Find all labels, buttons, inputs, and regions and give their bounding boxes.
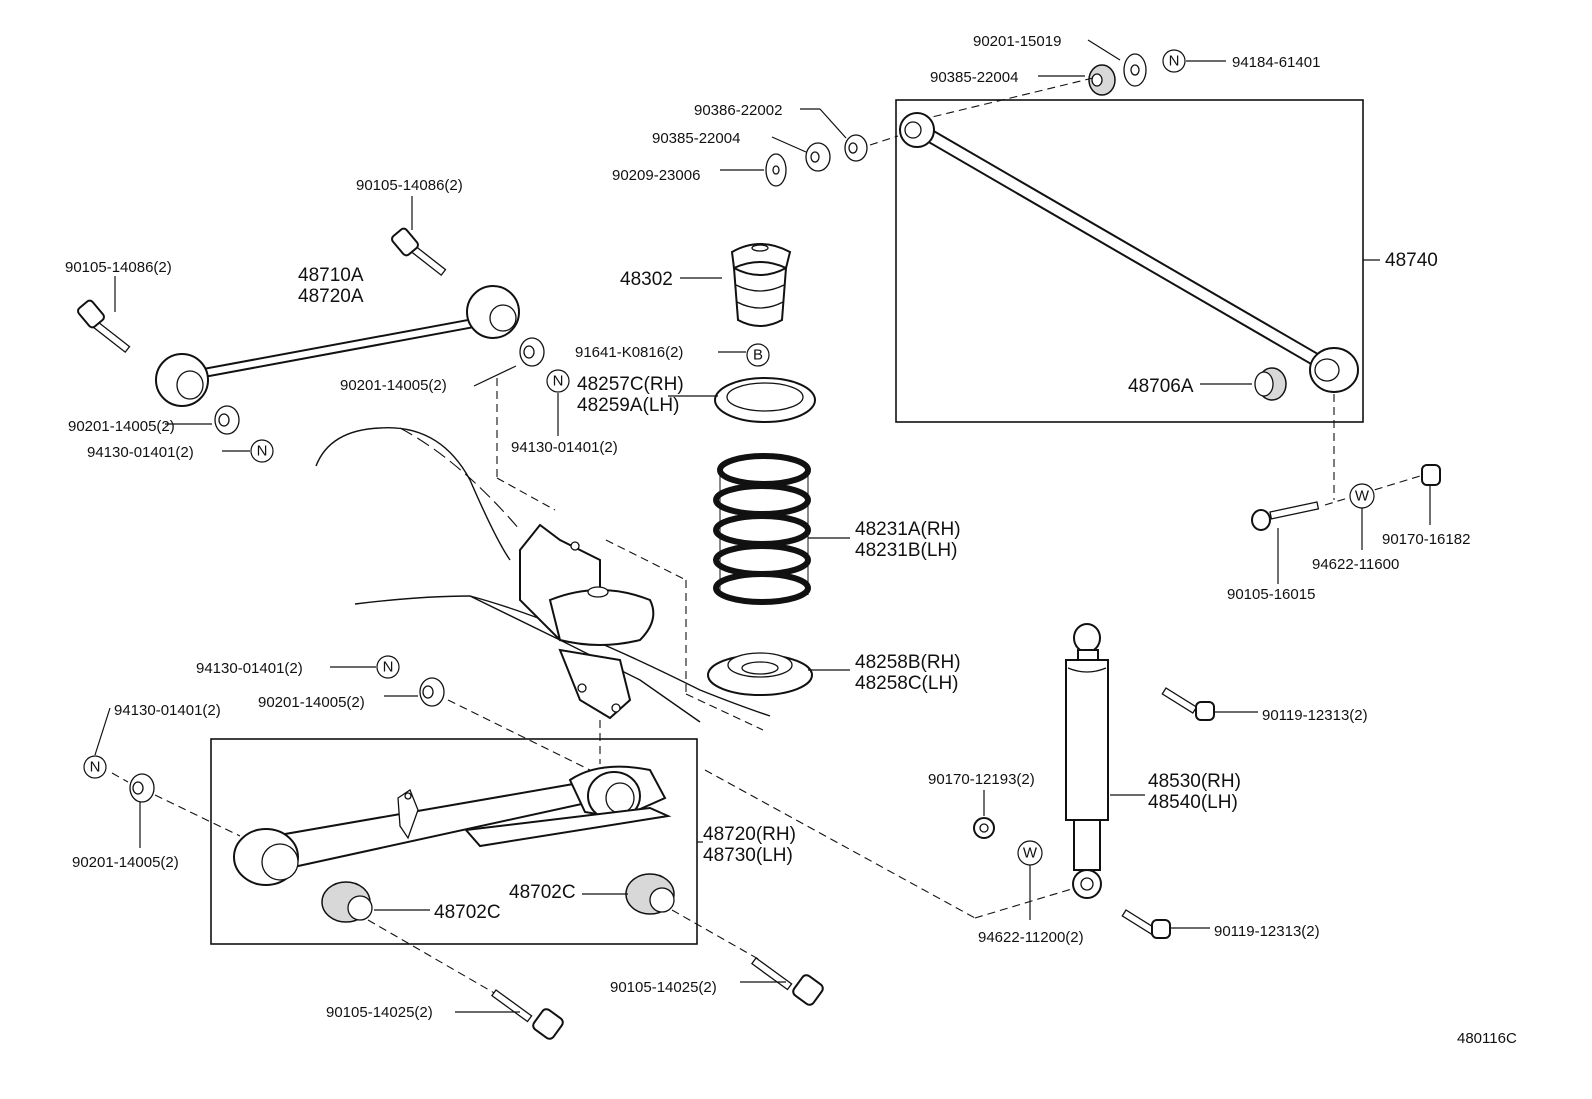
label-90170-16182: 90170-16182 (1382, 531, 1470, 548)
n-symbol-upper-arm (250, 439, 274, 463)
bolt-90105-14086-top (391, 227, 447, 277)
n-symbol-text: N (553, 373, 564, 390)
lower-control-arm (233, 765, 672, 886)
bump-stopper-48302 (730, 243, 792, 327)
label-94622-11600: 94622-11600 (1312, 556, 1399, 573)
n-symbol-text: N (1169, 53, 1180, 70)
coil-spring (713, 453, 811, 605)
bolt-90105-16015 (1251, 501, 1320, 531)
n-symbol-lower-left (83, 755, 107, 779)
label-48302: 48302 (620, 269, 673, 290)
label-48740: 48740 (1385, 250, 1438, 271)
label-94130-01401-far: 94130-01401(2) (114, 702, 221, 719)
lower-spring-insulator (707, 652, 813, 696)
label-91641-k0816: 91641-K0816(2) (575, 344, 683, 361)
label-90105-14086-left: 90105-14086(2) (65, 259, 172, 276)
label-90105-14025-right: 90105-14025(2) (610, 979, 717, 996)
bolt-90105-14025-left (490, 989, 564, 1040)
n-symbol-lower-mid (376, 655, 400, 679)
rear-axle-housing (315, 427, 771, 723)
nut-90170-16182 (1421, 464, 1441, 486)
n-symbol-spring (546, 369, 570, 393)
label-94130-01401-low: 94130-01401(2) (196, 660, 303, 677)
label-48257c: 48257C(RH) (577, 374, 684, 395)
label-90209-23006: 90209-23006 (612, 167, 700, 184)
label-48702c-right: 48702C (509, 882, 576, 903)
label-48706a: 48706A (1128, 376, 1194, 397)
label-48720rh: 48720(RH) (703, 824, 796, 845)
label-90201-15019: 90201-15019 (973, 33, 1061, 50)
b-symbol-text: B (753, 347, 763, 364)
washer-90201-14005-lower-left (129, 773, 155, 803)
label-90105-14025-left: 90105-14025(2) (326, 1004, 433, 1021)
shock-absorber (1065, 623, 1109, 899)
lateral-rod-group-box (895, 99, 1364, 423)
label-90119-12313-low: 90119-12313(2) (1214, 923, 1320, 940)
bolt-90105-14086-left (77, 299, 131, 354)
figure-code: 480116C (1457, 1030, 1517, 1047)
n-symbol-text: N (90, 759, 101, 776)
bolt-90119-12313-low (1121, 909, 1171, 939)
label-48530: 48530(RH) (1148, 771, 1241, 792)
label-48540: 48540(LH) (1148, 792, 1238, 813)
label-90105-14086-top: 90105-14086(2) (356, 177, 463, 194)
label-90201-14005-left: 90201-14005(2) (68, 418, 175, 435)
bushing-48702c-left (321, 881, 373, 923)
label-90105-16015: 90105-16015 (1227, 586, 1315, 603)
label-94184-61401: 94184-61401 (1232, 54, 1320, 71)
washer-90201-14005-arm-right (519, 337, 545, 367)
label-48258b: 48258B(RH) (855, 652, 961, 673)
b-symbol (746, 343, 770, 367)
label-48730lh: 48730(LH) (703, 845, 793, 866)
cushion-90385-22004-top (1088, 64, 1116, 96)
label-90119-12313-top: 90119-12313(2) (1262, 707, 1368, 724)
cushion-90386-22002 (844, 134, 868, 162)
label-90201-14005-low: 90201-14005(2) (258, 694, 365, 711)
label-90385-22004: 90385-22004 (652, 130, 740, 147)
label-48702c-left: 48702C (434, 902, 501, 923)
bushing-48702c-right (625, 873, 675, 915)
label-90385-22004-top: 90385-22004 (930, 69, 1018, 86)
lateral-rod (899, 112, 1359, 393)
label-90170-12193: 90170-12193(2) (928, 771, 1035, 788)
label-48231b: 48231B(LH) (855, 540, 957, 561)
label-90201-14005-far: 90201-14005(2) (72, 854, 179, 871)
label-48720a: 48720A (298, 286, 364, 307)
washer-90201-14005-lower-mid (419, 677, 445, 707)
w-symbol-text: W (1355, 488, 1370, 505)
label-48231a: 48231A(RH) (855, 519, 961, 540)
upper-spring-insulator (714, 377, 816, 423)
label-94130-01401-left: 94130-01401(2) (87, 444, 194, 461)
bolt-90119-12313-top (1161, 687, 1215, 721)
washer-90201-14005-arm-left (214, 405, 240, 435)
upper-control-arm (155, 285, 520, 407)
label-94130-01401-mid: 94130-01401(2) (511, 439, 618, 456)
label-48259a: 48259A(LH) (577, 395, 679, 416)
label-90201-14005-mid: 90201-14005(2) (340, 377, 447, 394)
label-90386-22002: 90386-22002 (694, 102, 782, 119)
n-symbol-text: N (383, 659, 394, 676)
w-symbol-text: W (1023, 845, 1038, 862)
washer-90209-23006 (765, 153, 787, 187)
n-symbol-text: N (257, 443, 268, 460)
label-48258c: 48258C(LH) (855, 673, 959, 694)
n-symbol-top-right (1162, 49, 1186, 73)
lateral-rod-bushing-48706a (1254, 367, 1287, 401)
label-48710a: 48710A (298, 265, 364, 286)
washer-90201-15019 (1123, 53, 1147, 87)
cushion-90385-22004 (805, 142, 831, 172)
nut-90170-12193 (973, 817, 995, 839)
label-94622-11200: 94622-11200(2) (978, 929, 1084, 946)
